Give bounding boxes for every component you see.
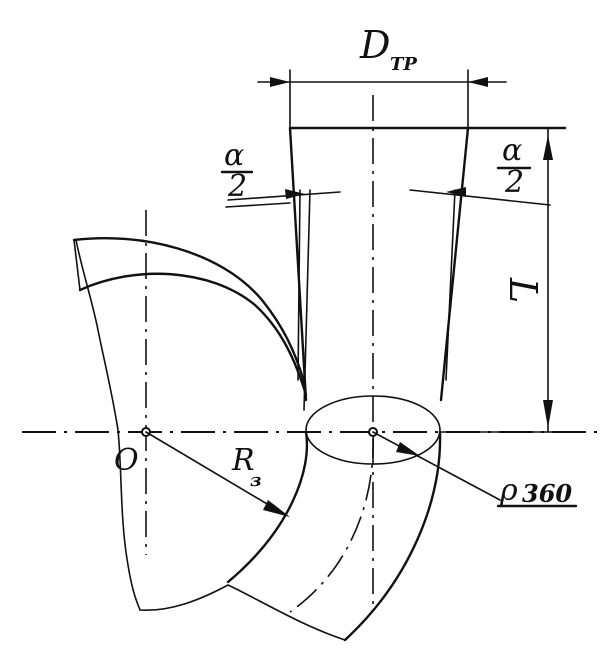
alpha-right-leader: [409, 189, 551, 206]
bottom-cut-edge: [139, 584, 346, 641]
r-leader: [145, 431, 285, 515]
label-r-sub: з: [250, 470, 262, 491]
base-ellipse: [305, 395, 441, 465]
flange-inner-arc: [78, 272, 308, 397]
label-l: L: [501, 277, 545, 303]
label-alpha-right-den: 2: [504, 165, 524, 200]
rho-leader: [372, 431, 501, 501]
torus-outer-arc: [343, 430, 442, 642]
label-d-sub: ТР: [390, 54, 417, 75]
label-alpha-right-num: α: [502, 133, 522, 168]
cone-right-outline: [439, 126, 470, 402]
cone-left-inner-2: [303, 189, 311, 411]
label-d: D: [359, 23, 390, 67]
cone-right-inner: [445, 189, 456, 381]
flange-outer-arc: [72, 237, 307, 387]
torus-center-arc: [289, 431, 375, 613]
d-arrow-left: [270, 77, 290, 87]
label-r: R: [231, 443, 255, 478]
left-cut-edge: [75, 239, 141, 611]
label-alpha-left-den: 2: [227, 169, 247, 204]
label-rho-sub: 360: [522, 479, 572, 508]
alpha-left-arrow: [285, 189, 305, 199]
flange-left-edge: [73, 239, 81, 291]
r-arrow: [263, 500, 290, 517]
cone-left-outline: [288, 126, 308, 402]
d-arrow-right: [468, 77, 488, 87]
alpha-left-underline: [225, 202, 291, 208]
label-alpha-left-num: α: [224, 138, 244, 173]
alpha-right-arrow: [446, 187, 466, 197]
cone-left-inner: [297, 189, 301, 381]
l-arrow-top: [543, 135, 553, 160]
torus-inner-arc: [226, 430, 309, 584]
label-origin: O: [114, 443, 139, 478]
alpha-left-leader: [227, 191, 341, 201]
label-rho: ρ: [499, 473, 518, 508]
rho-arrow: [396, 442, 420, 456]
l-arrow-bottom: [543, 400, 553, 428]
